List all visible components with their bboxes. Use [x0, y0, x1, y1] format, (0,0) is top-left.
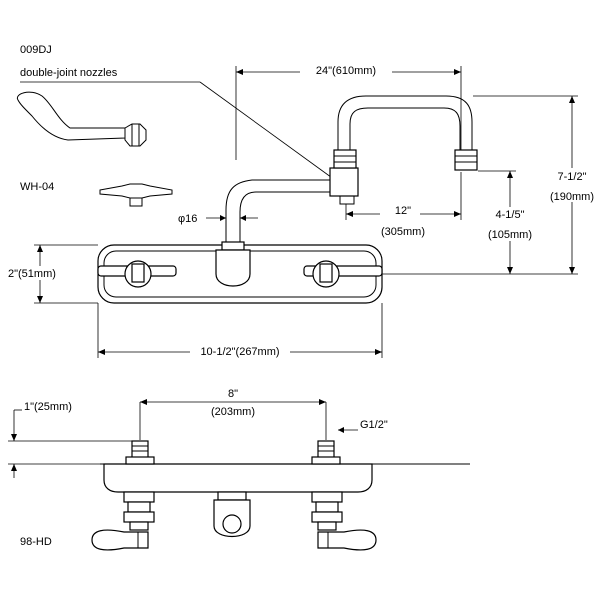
left-handle-front [97, 260, 177, 288]
body-height: 2"(51mm) [8, 268, 56, 280]
pipe-diameter: φ16 [178, 213, 197, 225]
thread-size: G1/2" [360, 419, 388, 431]
faucet-body-front [97, 241, 383, 304]
spout-reach-label: 24"(610mm) [316, 65, 376, 77]
outlet-height-mm: (190mm) [550, 191, 594, 203]
wrist-blade-handle-side [16, 91, 147, 147]
spout [225, 95, 478, 245]
model-description: double-joint nozzles [20, 67, 118, 79]
joint-offset-in: 12" [395, 205, 411, 217]
centers-mm: (203mm) [211, 406, 255, 418]
shank-length: 1"(25mm) [24, 401, 72, 413]
handle-label: WH-04 [20, 181, 54, 193]
model-code: 009DJ [20, 44, 52, 56]
base-label: 98-HD [20, 536, 52, 548]
right-handle-front [303, 260, 383, 288]
joint-height-in: 4-1/5" [496, 209, 525, 221]
body-width: 10-1/2"(267mm) [200, 346, 279, 358]
wrist-blade-handle-top [99, 183, 173, 207]
joint-height-mm: (105mm) [488, 229, 532, 241]
nozzle-leader-line [199, 81, 336, 181]
faucet-body-side [91, 440, 470, 551]
joint-offset-mm: (305mm) [381, 226, 425, 238]
centers-in: 8" [228, 388, 238, 400]
outlet-height-in: 7-1/2" [558, 171, 587, 183]
